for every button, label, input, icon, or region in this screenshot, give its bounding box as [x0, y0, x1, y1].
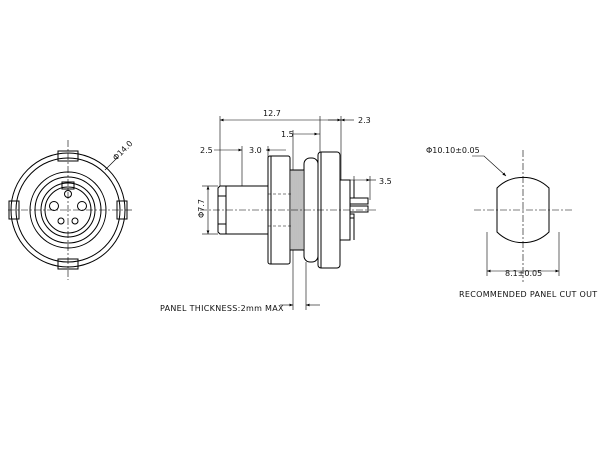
thread-hatch — [291, 170, 303, 250]
body-circle — [34, 176, 102, 244]
dim-panel-thread: 1.5 — [281, 130, 294, 139]
dim-front-flange: 2.5 — [200, 146, 213, 155]
contact-4 — [57, 217, 65, 225]
front-diameter-label: Φ14.0 — [111, 139, 134, 162]
dim-pin-tail: 3.5 — [379, 177, 392, 186]
contact-1 — [49, 201, 59, 211]
dim-overall-length: 12.7 — [263, 109, 281, 118]
front-diameter-leader — [104, 156, 119, 171]
notch-top — [57, 150, 79, 162]
body-outer-circle — [29, 171, 107, 249]
cutout-diameter-label: Φ10.10±0.05 — [426, 146, 480, 155]
insert-inner-circle — [44, 186, 92, 234]
cutout-diameter-leader — [472, 155, 507, 177]
key-slot — [61, 181, 75, 190]
notch-right — [116, 200, 128, 220]
cutout-outline — [496, 176, 550, 244]
rear-pin-upper — [349, 197, 369, 205]
notch-left — [8, 200, 20, 220]
side-view: 12.7 1.5 2.3 2.5 3.0 3.5 Φ7.7 PANEL THIC… — [160, 109, 392, 313]
dim-rear-flange: 2.3 — [358, 116, 371, 125]
cutout-flat-width-label: 8.1±0.05 — [505, 269, 542, 278]
front-view: Φ14.0 — [8, 139, 134, 280]
cutout-note: RECOMMENDED PANEL CUT OUT — [459, 290, 598, 299]
dim-body-diameter: Φ7.7 — [197, 199, 206, 218]
panel-cutout-view: Φ10.10±0.05 8.1±0.05 RECOMMENDED PANEL C… — [426, 146, 598, 299]
dim-front-body: 3.0 — [249, 146, 262, 155]
outer-flange-circle — [10, 152, 126, 268]
rear-pin-tab — [349, 213, 355, 219]
insert-circle — [40, 182, 96, 238]
flange-inner-circle — [15, 157, 121, 263]
panel-thickness-note: PANEL THICKNESS:2mm MAX — [160, 304, 284, 313]
contact-3 — [64, 190, 72, 198]
notch-bottom — [57, 258, 79, 270]
rear-pin-lower — [349, 205, 369, 213]
contact-5 — [71, 217, 79, 225]
contact-2 — [77, 201, 87, 211]
